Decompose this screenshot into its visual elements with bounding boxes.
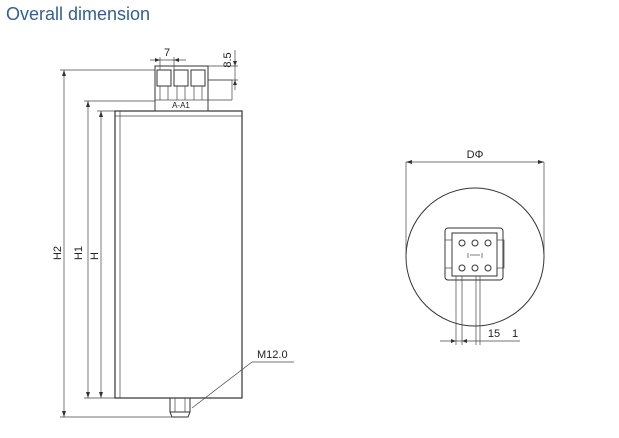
mounting-stud [169, 397, 191, 418]
page-title: Overall dimension [6, 4, 151, 24]
dim-diameter: DΦ [405, 149, 545, 257]
dim-terminal-height: 8.5 [208, 50, 238, 90]
svg-text:H2: H2 [52, 246, 64, 260]
dim-15-1: 15 1 [440, 276, 520, 345]
svg-text:1: 1 [512, 328, 518, 340]
svg-text:H: H [89, 252, 101, 260]
svg-text:DΦ: DΦ [467, 149, 484, 161]
dim-h1: H1 [73, 101, 90, 398]
top-view: DΦ 15 1 [405, 149, 545, 345]
svg-text:8.5: 8.5 [222, 52, 234, 67]
svg-text:15: 15 [488, 328, 500, 340]
capacitor-body [114, 110, 243, 399]
svg-text:H1: H1 [73, 246, 85, 260]
dim-h: H [89, 111, 103, 398]
stud-callout: M12.0 [191, 349, 294, 409]
svg-text:M12.0: M12.0 [257, 349, 288, 361]
terminal-block-top [444, 227, 505, 281]
svg-text:7: 7 [164, 47, 170, 59]
dim-terminal-pitch: 7 [150, 47, 186, 70]
side-view: 7 8.5 A-A1 H2 H1 [52, 47, 294, 418]
body-outline-circle [405, 187, 545, 327]
terminal-label: A-A1 [172, 101, 190, 110]
terminal-block [154, 65, 233, 112]
dim-h2: H2 [52, 70, 66, 417]
